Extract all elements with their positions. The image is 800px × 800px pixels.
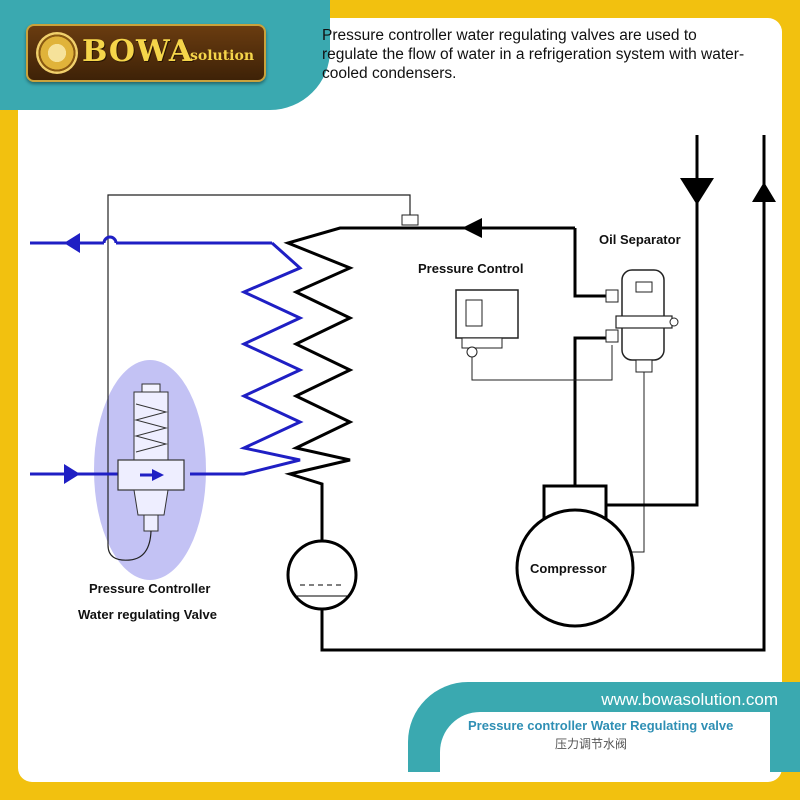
valve-label-line1: Pressure Controller [89, 581, 210, 596]
down-arrow-icon [680, 178, 714, 205]
valve-label-line2: Water regulating Valve [78, 607, 217, 622]
compressor-label: Compressor [530, 561, 607, 576]
evaporator-return-line [606, 135, 699, 507]
liquid-line [320, 135, 766, 652]
water-coil [190, 241, 304, 476]
water-out-arrow-icon [64, 233, 80, 253]
refrigerant-arrow-icon [462, 218, 482, 238]
water-in-arrow-icon [64, 464, 80, 484]
footer-title: Pressure controller Water Regulating val… [468, 718, 734, 733]
intro-text: Pressure controller water regulating val… [322, 27, 745, 82]
logo-brand: BOWA [82, 34, 194, 69]
logo-emblem-icon [36, 32, 78, 74]
oil-separator-label: Oil Separator [599, 232, 681, 247]
control-capillary [471, 345, 613, 381]
footer-card [440, 712, 770, 772]
pressure-control-label: Pressure Control [418, 261, 523, 276]
discharge-line [573, 228, 612, 298]
brand-logo: BOWA solution [26, 24, 266, 82]
footer-subtitle-cn: 压力调节水阀 [555, 737, 628, 751]
suction-line [573, 336, 612, 486]
refrigerant-coil [283, 226, 575, 540]
pressure-control-switch [455, 289, 519, 358]
water-outlet-bridge [102, 235, 118, 244]
compressor [515, 484, 635, 628]
logo-tagline: solution [190, 48, 255, 64]
control-line [107, 194, 411, 545]
oil-separator [605, 269, 679, 373]
footer-url: www.bowasolution.com [601, 690, 778, 709]
water-regulating-valve [107, 383, 185, 561]
pressure-port [401, 214, 419, 226]
receiver [286, 539, 358, 611]
